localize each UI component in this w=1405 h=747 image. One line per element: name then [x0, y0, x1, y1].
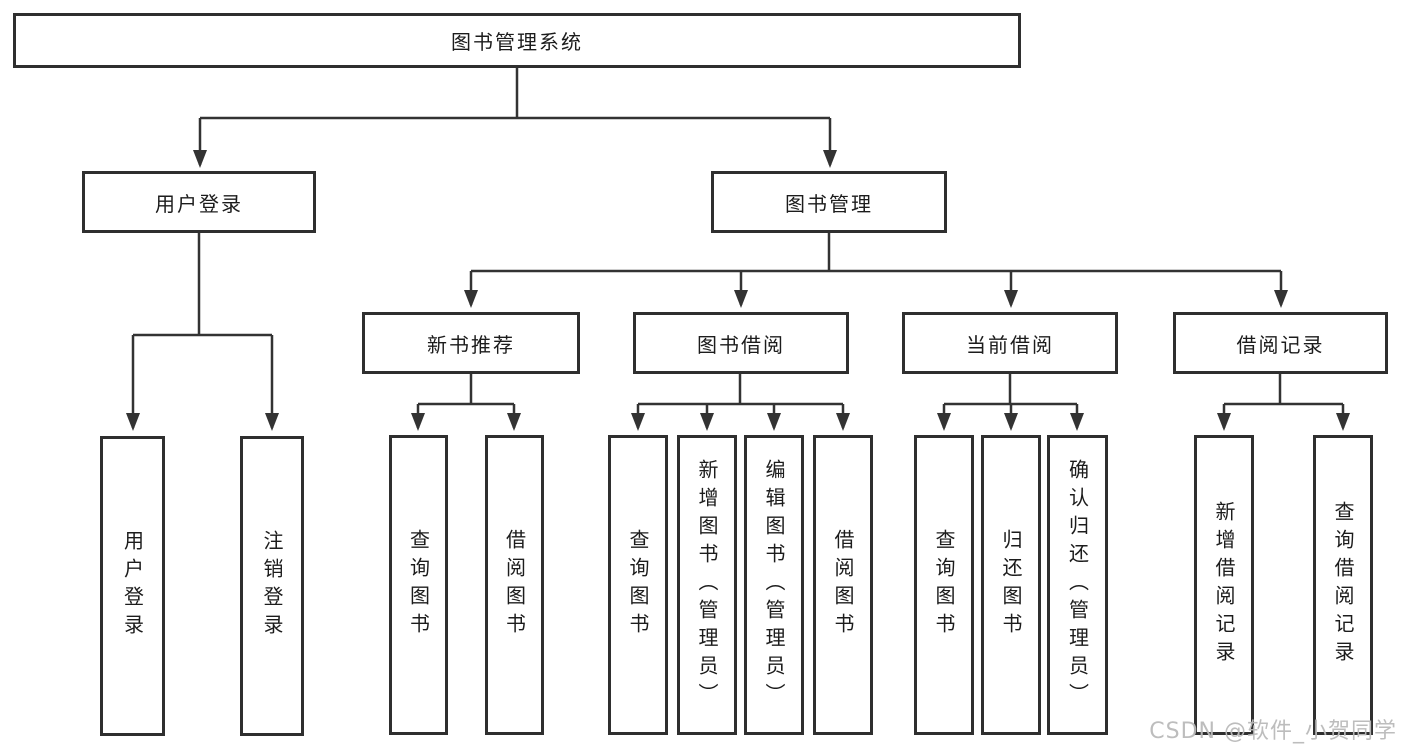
leaf-label: 编辑图书（管理员）	[762, 459, 786, 711]
leaf-query-books-1: 查询图书	[389, 435, 448, 735]
node-label: 图书管理	[785, 191, 873, 216]
leaf-borrow-books-1: 借阅图书	[485, 435, 544, 735]
node-book-management-branch: 图书管理	[711, 171, 947, 233]
node-book-borrow: 图书借阅	[633, 312, 849, 374]
leaf-add-books-admin: 新增图书（管理员）	[677, 435, 737, 735]
leaf-query-books-2: 查询图书	[608, 435, 668, 735]
node-label: 借阅记录	[1236, 332, 1325, 357]
csdn-watermark: CSDN @软件_小贺同学	[1149, 719, 1397, 744]
leaf-label: 注销登录	[260, 530, 284, 642]
node-new-book-recommend: 新书推荐	[362, 312, 580, 374]
leaf-label: 确认归还（管理员）	[1065, 459, 1090, 711]
leaf-label: 借阅图书	[831, 529, 855, 641]
node-label: 图书借阅	[697, 332, 785, 357]
leaf-label: 借阅图书	[502, 529, 527, 641]
leaf-label: 查询图书	[932, 529, 956, 641]
node-borrow-records: 借阅记录	[1173, 312, 1388, 374]
node-label: 当前借阅	[966, 332, 1054, 357]
leaf-label: 新增借阅记录	[1212, 501, 1236, 669]
leaf-edit-books-admin: 编辑图书（管理员）	[744, 435, 804, 735]
leaf-borrow-books-2: 借阅图书	[813, 435, 873, 735]
node-current-borrow: 当前借阅	[902, 312, 1118, 374]
leaf-query-books-3: 查询图书	[914, 435, 974, 735]
leaf-query-borrow-record: 查询借阅记录	[1313, 435, 1373, 735]
leaf-logout: 注销登录	[240, 436, 304, 736]
leaf-return-books: 归还图书	[981, 435, 1041, 735]
node-label: 新书推荐	[427, 332, 515, 357]
leaf-label: 查询图书	[626, 529, 650, 641]
leaf-confirm-return-admin: 确认归还（管理员）	[1047, 435, 1108, 735]
leaf-label: 用户登录	[120, 530, 145, 642]
leaf-label: 归还图书	[999, 529, 1023, 641]
node-root-label: 图书管理系统	[451, 30, 583, 54]
leaf-user-login: 用户登录	[100, 436, 165, 736]
leaf-label: 查询图书	[406, 529, 431, 641]
leaf-label: 查询借阅记录	[1331, 501, 1355, 669]
node-root-system: 图书管理系统	[13, 13, 1021, 68]
leaf-add-borrow-record: 新增借阅记录	[1194, 435, 1254, 735]
node-label: 用户登录	[155, 191, 243, 216]
node-user-login-branch: 用户登录	[82, 171, 316, 233]
leaf-label: 新增图书（管理员）	[695, 459, 719, 711]
